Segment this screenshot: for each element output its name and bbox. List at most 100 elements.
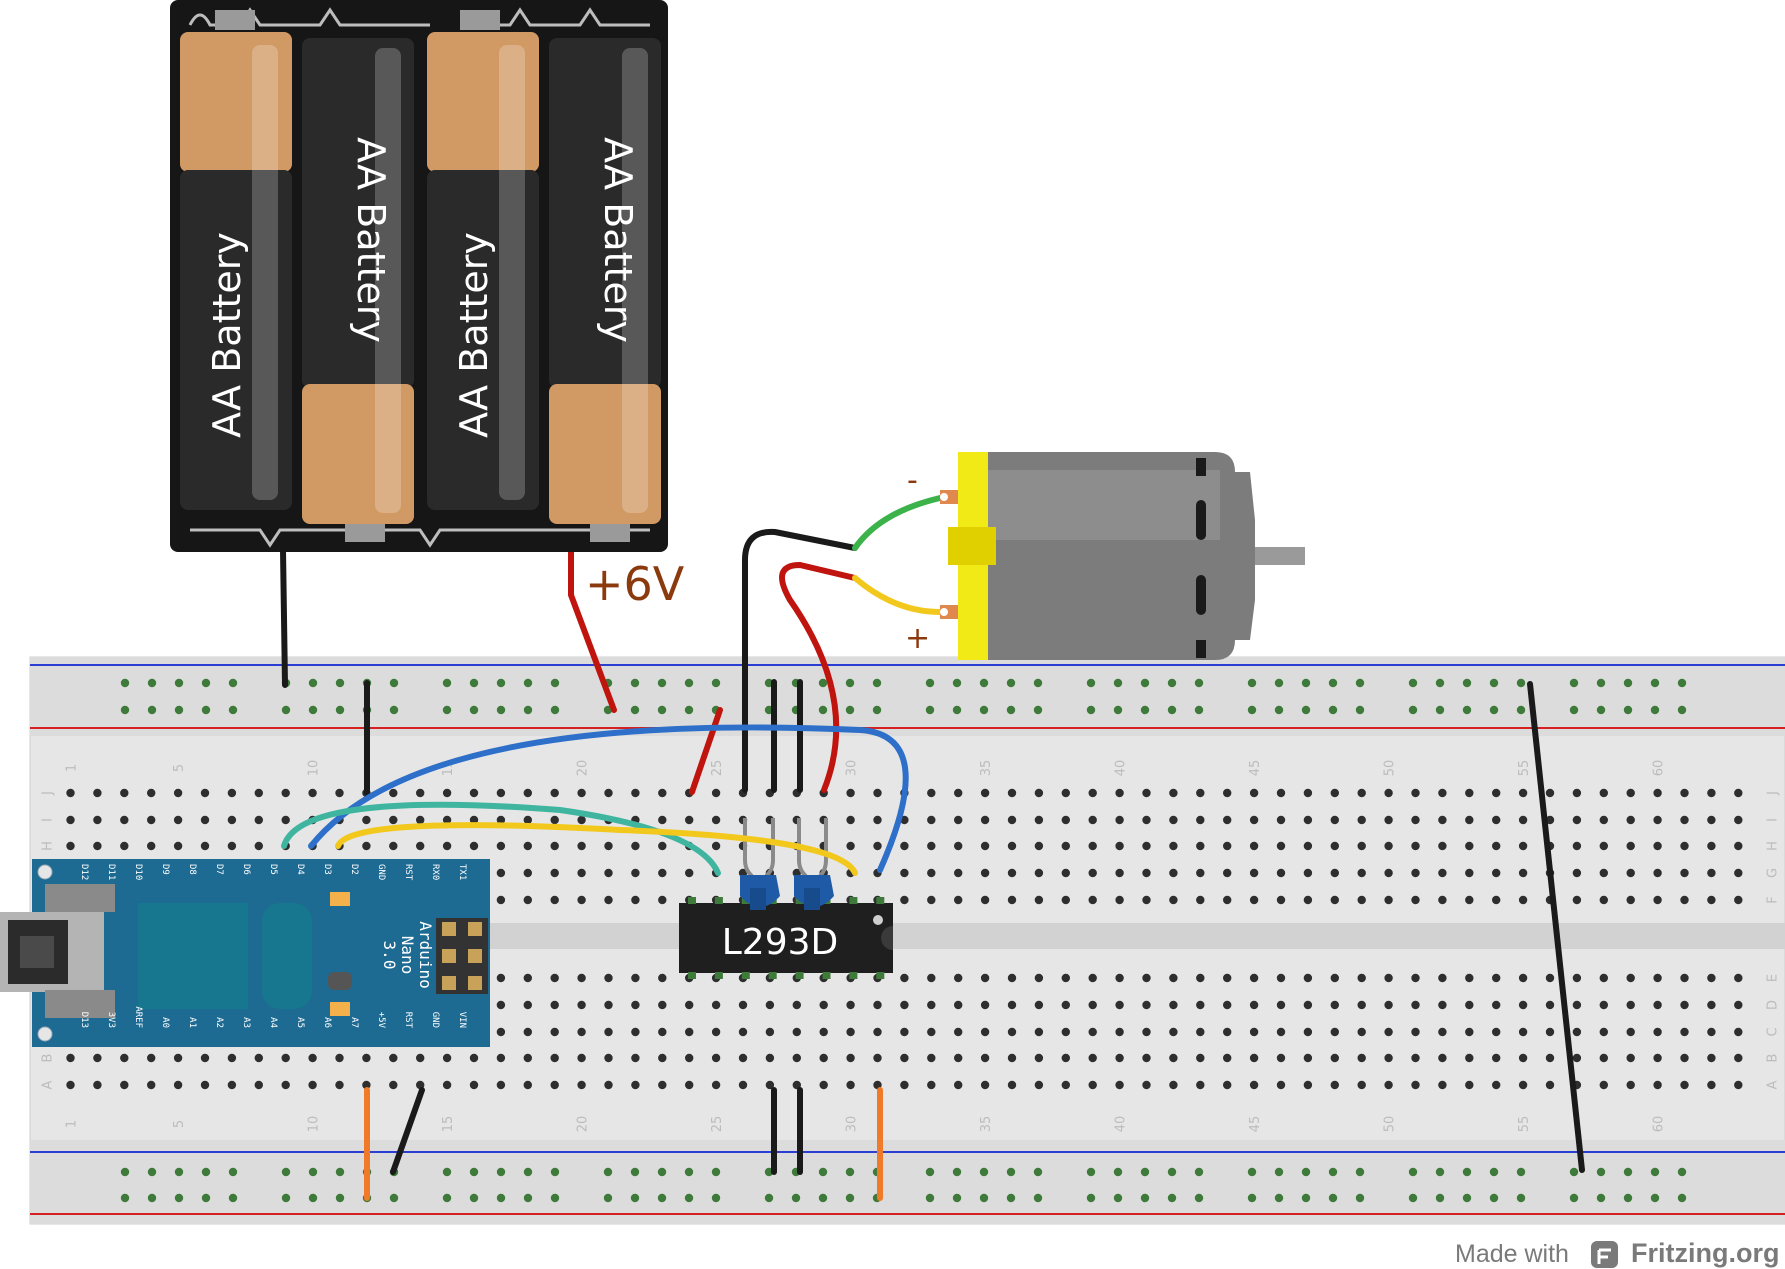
breadboard-hole[interactable] <box>335 705 345 715</box>
breadboard-hole[interactable] <box>308 1167 318 1177</box>
breadboard-hole[interactable] <box>1223 895 1232 905</box>
breadboard-hole[interactable] <box>496 678 506 688</box>
breadboard-hole[interactable] <box>1061 868 1071 878</box>
breadboard-hole[interactable] <box>1623 705 1633 715</box>
breadboard-hole[interactable] <box>469 705 479 715</box>
breadboard-hole[interactable] <box>711 1053 721 1063</box>
breadboard-hole[interactable] <box>1384 895 1393 905</box>
breadboard-hole[interactable] <box>1492 788 1501 798</box>
breadboard-hole[interactable] <box>631 973 640 983</box>
breadboard-hole[interactable] <box>900 868 909 878</box>
breadboard-hole[interactable] <box>281 1167 291 1177</box>
breadboard-hole[interactable] <box>1330 1053 1340 1063</box>
breadboard-hole[interactable] <box>1247 1193 1257 1203</box>
breadboard-hole[interactable] <box>120 1053 129 1063</box>
breadboard-hole[interactable] <box>308 678 318 688</box>
breadboard-hole[interactable] <box>389 788 398 798</box>
breadboard-hole[interactable] <box>147 815 156 825</box>
breadboard-hole[interactable] <box>603 1167 613 1177</box>
breadboard-hole[interactable] <box>658 868 667 878</box>
breadboard-hole[interactable] <box>93 1053 102 1063</box>
breadboard-hole[interactable] <box>147 1053 156 1063</box>
breadboard-hole[interactable] <box>711 1167 721 1177</box>
breadboard-hole[interactable] <box>496 1080 506 1090</box>
breadboard-hole[interactable] <box>1707 1027 1716 1037</box>
breadboard-hole[interactable] <box>496 868 506 878</box>
breadboard-hole[interactable] <box>1411 815 1420 825</box>
breadboard-hole[interactable] <box>147 1167 157 1177</box>
breadboard-hole[interactable] <box>1007 841 1017 851</box>
breadboard-hole[interactable] <box>1489 1167 1499 1177</box>
breadboard-hole[interactable] <box>1492 1000 1501 1010</box>
breadboard-hole[interactable] <box>1194 705 1204 715</box>
breadboard-hole[interactable] <box>227 815 237 825</box>
breadboard-hole[interactable] <box>872 678 882 688</box>
breadboard-hole[interactable] <box>1142 973 1151 983</box>
breadboard-hole[interactable] <box>335 1193 345 1203</box>
breadboard-hole[interactable] <box>1006 678 1016 688</box>
breadboard-hole[interactable] <box>684 1167 694 1177</box>
breadboard-hole[interactable] <box>818 1167 828 1177</box>
breadboard-hole[interactable] <box>1088 973 1097 983</box>
breadboard-hole[interactable] <box>1384 973 1393 983</box>
breadboard-hole[interactable] <box>1223 841 1232 851</box>
breadboard-hole[interactable] <box>1115 868 1124 878</box>
breadboard-hole[interactable] <box>120 841 129 851</box>
breadboard-hole[interactable] <box>1357 895 1366 905</box>
breadboard-hole[interactable] <box>1007 973 1017 983</box>
breadboard-hole[interactable] <box>791 1193 801 1203</box>
wire-motor-minus-black[interactable] <box>742 528 858 793</box>
breadboard-hole[interactable] <box>1115 788 1124 798</box>
breadboard-hole[interactable] <box>927 815 936 825</box>
breadboard-hole[interactable] <box>818 678 828 688</box>
breadboard-hole[interactable] <box>1223 1053 1232 1063</box>
breadboard-hole[interactable] <box>1465 973 1474 983</box>
breadboard-hole[interactable] <box>1140 1193 1150 1203</box>
breadboard-hole[interactable] <box>1330 1027 1340 1037</box>
breadboard-hole[interactable] <box>1626 1000 1635 1010</box>
breadboard-hole[interactable] <box>389 1193 399 1203</box>
breadboard-hole[interactable] <box>577 841 586 851</box>
breadboard-hole[interactable] <box>1303 1053 1313 1063</box>
breadboard-hole[interactable] <box>658 815 667 825</box>
breadboard-hole[interactable] <box>684 678 694 688</box>
breadboard-hole[interactable] <box>1061 895 1071 905</box>
breadboard-hole[interactable] <box>1465 1000 1474 1010</box>
breadboard-hole[interactable] <box>1653 973 1662 983</box>
breadboard-hole[interactable] <box>227 841 237 851</box>
breadboard-hole[interactable] <box>1707 1053 1716 1063</box>
breadboard-hole[interactable] <box>93 841 102 851</box>
breadboard-hole[interactable] <box>925 1193 935 1203</box>
breadboard-hole[interactable] <box>1196 1027 1205 1037</box>
breadboard-hole[interactable] <box>1569 1193 1579 1203</box>
breadboard-hole[interactable] <box>550 841 559 851</box>
breadboard-hole[interactable] <box>1355 678 1365 688</box>
breadboard-hole[interactable] <box>254 841 263 851</box>
breadboard-hole[interactable] <box>523 895 532 905</box>
breadboard-hole[interactable] <box>1196 973 1205 983</box>
breadboard-hole[interactable] <box>416 841 425 851</box>
breadboard-hole[interactable] <box>1196 895 1205 905</box>
breadboard-hole[interactable] <box>873 788 882 798</box>
breadboard-hole[interactable] <box>1518 895 1528 905</box>
wire-motor-lead-yellow[interactable] <box>852 575 943 615</box>
breadboard-hole[interactable] <box>1033 678 1043 688</box>
breadboard-hole[interactable] <box>954 841 963 851</box>
breadboard-hole[interactable] <box>1462 678 1472 688</box>
breadboard-hole[interactable] <box>1276 1027 1286 1037</box>
breadboard-hole[interactable] <box>308 705 318 715</box>
breadboard-hole[interactable] <box>550 1167 560 1177</box>
breadboard-hole[interactable] <box>1734 815 1743 825</box>
breadboard-hole[interactable] <box>120 1167 130 1177</box>
breadboard-hole[interactable] <box>658 895 667 905</box>
breadboard-hole[interactable] <box>927 1053 936 1063</box>
breadboard-hole[interactable] <box>389 678 399 688</box>
breadboard-hole[interactable] <box>1680 841 1689 851</box>
breadboard-hole[interactable] <box>1169 815 1178 825</box>
breadboard-hole[interactable] <box>550 1193 560 1203</box>
breadboard-hole[interactable] <box>1330 868 1340 878</box>
breadboard-hole[interactable] <box>1438 895 1447 905</box>
breadboard-hole[interactable] <box>630 1167 640 1177</box>
breadboard-hole[interactable] <box>362 1053 371 1063</box>
breadboard-hole[interactable] <box>1169 1027 1178 1037</box>
